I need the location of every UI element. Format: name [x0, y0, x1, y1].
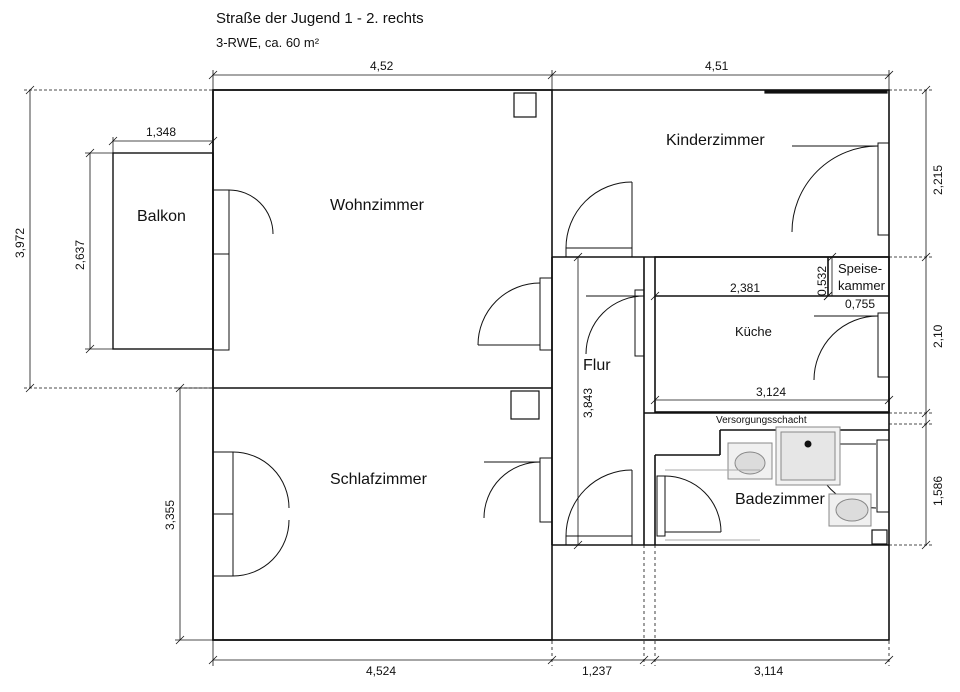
doors — [212, 142, 890, 577]
dim-label: 3,124 — [756, 385, 786, 399]
dim-label: 1,237 — [582, 664, 612, 678]
plan-address: Straße der Jugend 1 - 2. rechts — [216, 10, 424, 27]
shaft-label: Versorgungsschacht — [716, 415, 807, 426]
room-label-kinderzimmer: Kinderzimmer — [666, 132, 765, 149]
dim-label: 3,843 — [581, 388, 595, 418]
room-label-speisekammer-line1: Speise- — [838, 261, 882, 276]
dim-label: 2,215 — [931, 165, 945, 195]
room-label-speisekammer-line2: kammer — [838, 278, 886, 293]
room-label-kueche: Küche — [735, 324, 772, 339]
room-label-schlafzimmer: Schlafzimmer — [330, 471, 428, 488]
dim-label: 4,51 — [705, 59, 729, 73]
dim-label: 4,52 — [370, 59, 394, 73]
dim-label: 3,355 — [163, 500, 177, 530]
dim-label: 0,755 — [845, 297, 875, 311]
dim-label: 2,637 — [73, 240, 87, 270]
dim-label: 1,348 — [146, 125, 176, 139]
room-label-badezimmer: Badezimmer — [735, 491, 825, 508]
dim-label: 2,381 — [730, 281, 760, 295]
plan-apartment-type: 3-RWE, ca. 60 m² — [216, 35, 320, 50]
balcony-outline — [112, 152, 214, 350]
dim-label: 1,586 — [931, 476, 945, 506]
dim-label: 3,114 — [754, 664, 783, 678]
wall-blocks — [510, 90, 888, 545]
dimension-lines — [24, 70, 932, 666]
dim-label: 0,532 — [815, 266, 829, 296]
dim-label: 2,10 — [931, 324, 945, 348]
room-label-balkon: Balkon — [137, 208, 186, 225]
dim-label: 4,524 — [366, 664, 396, 678]
sanitary-fixtures — [665, 426, 872, 541]
dim-label: 3,972 — [13, 228, 27, 258]
room-label-flur: Flur — [583, 357, 611, 374]
walls — [212, 89, 890, 641]
room-label-wohnzimmer: Wohnzimmer — [330, 197, 425, 214]
